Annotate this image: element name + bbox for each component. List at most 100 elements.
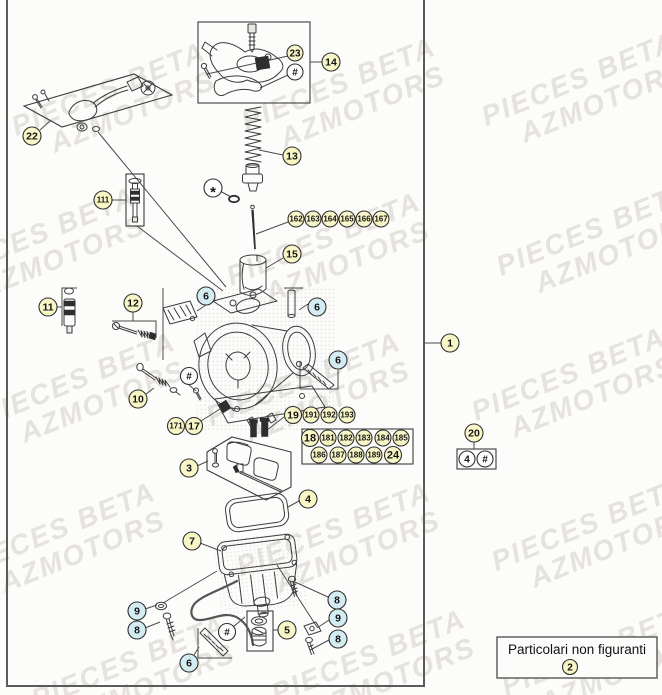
callout-10[interactable]: 10 bbox=[128, 389, 148, 409]
legend: Particolari non figuranti bbox=[496, 636, 658, 679]
adjuster-screw-drawing bbox=[111, 321, 157, 341]
callout-171[interactable]: 171 bbox=[166, 416, 186, 436]
spring-drawing bbox=[244, 102, 262, 163]
jet-needle-drawing bbox=[250, 204, 256, 250]
callout-17[interactable]: 17 bbox=[184, 416, 204, 436]
callout-label: 20 bbox=[468, 428, 480, 440]
callout-9[interactable]: 9 bbox=[127, 601, 147, 621]
float-assembly-drawing bbox=[212, 441, 283, 493]
callout-185[interactable]: 185 bbox=[392, 429, 410, 447]
callout-20[interactable]: 20 bbox=[464, 423, 484, 443]
callout-label: 6 bbox=[203, 291, 209, 303]
callout-183[interactable]: 183 bbox=[355, 429, 373, 447]
callout-label: 14 bbox=[325, 57, 337, 69]
callout-label: 1 bbox=[447, 338, 453, 350]
needle-jet-drawing bbox=[228, 163, 263, 204]
callout-22[interactable]: 22 bbox=[22, 126, 42, 146]
callout-12[interactable]: 12 bbox=[123, 293, 143, 313]
callout-11[interactable]: 11 bbox=[38, 297, 58, 317]
callout-189[interactable]: 189 bbox=[365, 446, 383, 464]
callout-label: 10 bbox=[132, 394, 144, 406]
callout-#[interactable]: # bbox=[179, 366, 199, 386]
callout-188[interactable]: 188 bbox=[347, 446, 365, 464]
callout-1[interactable]: 1 bbox=[440, 333, 460, 353]
callout-164[interactable]: 164 bbox=[321, 210, 339, 228]
callout-label: 4 bbox=[464, 454, 470, 465]
callout-18[interactable]: 18 bbox=[300, 428, 320, 448]
callout-14[interactable]: 14 bbox=[321, 52, 341, 72]
callout-162[interactable]: 162 bbox=[287, 210, 305, 228]
callout-167[interactable]: 167 bbox=[372, 210, 390, 228]
callout-111[interactable]: 111 bbox=[93, 190, 113, 210]
callout-7[interactable]: 7 bbox=[182, 531, 202, 551]
callout-label: 111 bbox=[97, 196, 110, 205]
callout-label: 23 bbox=[289, 48, 301, 59]
callout-192[interactable]: 192 bbox=[320, 406, 338, 424]
callout-label: # bbox=[186, 371, 192, 382]
callout-6[interactable]: 6 bbox=[307, 297, 327, 317]
callout-8[interactable]: 8 bbox=[328, 629, 348, 649]
callout-label: 171 bbox=[169, 422, 183, 431]
bowl-screw-drawing bbox=[287, 575, 298, 597]
callout-label: 22 bbox=[26, 131, 38, 143]
callout-181[interactable]: 181 bbox=[319, 429, 337, 447]
callout-label: 24 bbox=[387, 450, 400, 462]
callout-5[interactable]: 5 bbox=[277, 620, 297, 640]
callout-label: # bbox=[224, 627, 230, 638]
callout-8[interactable]: 8 bbox=[127, 620, 147, 640]
callout-19[interactable]: 19 bbox=[283, 405, 303, 425]
callout-166[interactable]: 166 bbox=[355, 210, 373, 228]
float-bowl-drawing bbox=[213, 529, 307, 618]
callout-6[interactable]: 6 bbox=[179, 653, 199, 673]
legend-title: Particolari non figuranti bbox=[508, 642, 646, 657]
callout-184[interactable]: 184 bbox=[374, 429, 392, 447]
callout-182[interactable]: 182 bbox=[337, 429, 355, 447]
callout-3[interactable]: 3 bbox=[179, 458, 199, 478]
callout-191[interactable]: 191 bbox=[302, 406, 320, 424]
callout-8[interactable]: 8 bbox=[327, 590, 347, 610]
callout-#[interactable]: # bbox=[217, 622, 237, 642]
bowl-gasket-drawing bbox=[224, 492, 290, 533]
callout-*[interactable]: * bbox=[203, 178, 223, 201]
callout-187[interactable]: 187 bbox=[329, 446, 347, 464]
overflow-hose-drawing bbox=[190, 579, 255, 647]
callout-label: 187 bbox=[331, 451, 345, 460]
callout-label: 162 bbox=[289, 215, 303, 224]
callout-label: 9 bbox=[335, 613, 341, 625]
callout-2[interactable]: 2 bbox=[561, 658, 579, 676]
callout-186[interactable]: 186 bbox=[310, 446, 328, 464]
callout-6[interactable]: 6 bbox=[196, 286, 216, 306]
pilot-jet-drawing bbox=[217, 399, 235, 414]
callout-#[interactable]: # bbox=[476, 450, 494, 468]
callout-165[interactable]: 165 bbox=[338, 210, 356, 228]
callout-163[interactable]: 163 bbox=[304, 210, 322, 228]
callout-label: 164 bbox=[323, 215, 337, 224]
callout-4[interactable]: 4 bbox=[298, 489, 318, 509]
float-box bbox=[206, 436, 292, 501]
callout-label: 6 bbox=[314, 302, 320, 314]
callout-label: 185 bbox=[394, 434, 408, 443]
valve-plug-drawing bbox=[63, 287, 76, 334]
callout-24[interactable]: 24 bbox=[383, 445, 403, 465]
callout-label: 12 bbox=[127, 298, 139, 310]
callout-label: 192 bbox=[322, 411, 336, 420]
callout-label: 183 bbox=[357, 434, 371, 443]
callout-label: 18 bbox=[304, 433, 316, 445]
callout-#[interactable]: # bbox=[286, 63, 304, 81]
callout-6[interactable]: 6 bbox=[328, 350, 348, 370]
callout-label: # bbox=[482, 454, 488, 465]
callout-label: 188 bbox=[349, 451, 363, 460]
callout-9[interactable]: 9 bbox=[328, 608, 348, 628]
o-ring-part bbox=[228, 194, 240, 204]
callout-23[interactable]: 23 bbox=[286, 44, 304, 62]
callout-label: 11 bbox=[42, 302, 53, 314]
callout-4[interactable]: 4 bbox=[458, 450, 476, 468]
callout-193[interactable]: 193 bbox=[338, 406, 356, 424]
callout-13[interactable]: 13 bbox=[282, 146, 302, 166]
callout-15[interactable]: 15 bbox=[282, 244, 302, 264]
